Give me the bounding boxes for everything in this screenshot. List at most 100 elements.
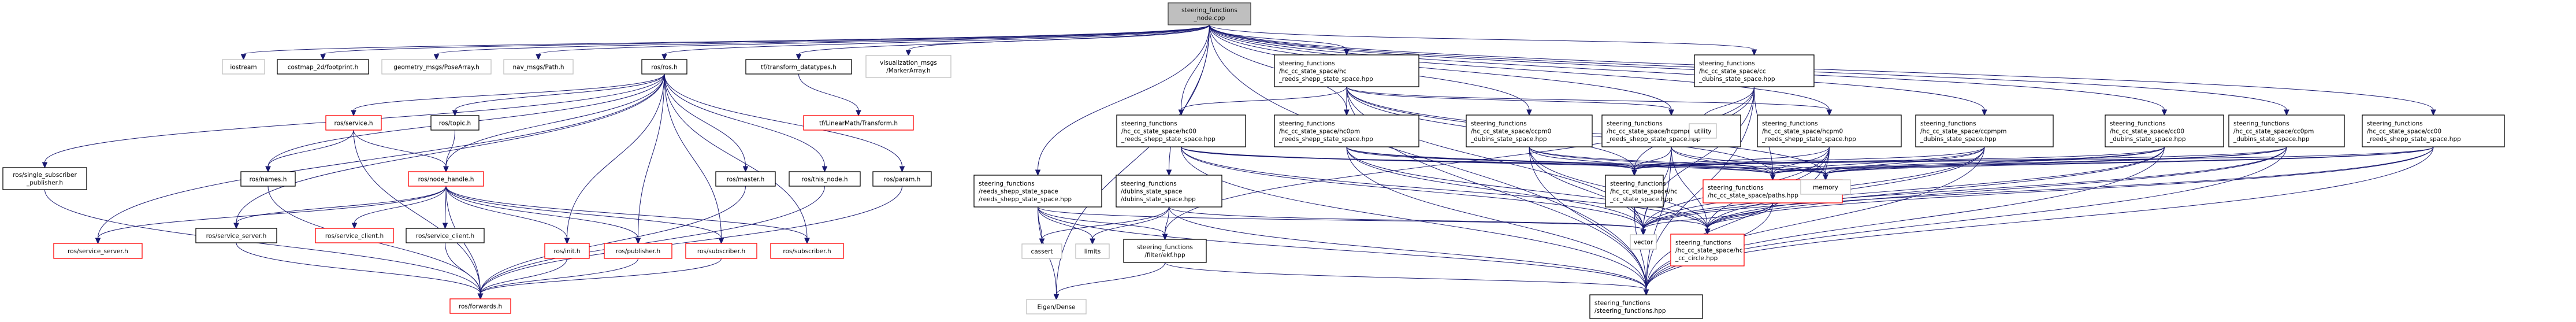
- arrowhead-icon: [1643, 289, 1649, 296]
- node-label-line: /hc_cc_state_space/hc: [1675, 247, 1743, 254]
- node-iostream[interactable]: iostream: [222, 59, 265, 75]
- node-sclient1[interactable]: ros/service_client.h: [315, 228, 394, 243]
- edge-tfdt-to-tftransform: [798, 73, 861, 117]
- node-cc0pm[interactable]: steering_functions/hc_cc_state_space/cc0…: [2228, 114, 2345, 147]
- node-hcrs[interactable]: steering_functions/hc_cc_state_space/hc_…: [1274, 54, 1419, 87]
- arrowhead-icon: [233, 223, 239, 230]
- edge-rosh-to-init: [564, 73, 665, 245]
- node-names[interactable]: ros/names.h: [240, 171, 296, 187]
- arrowhead-icon: [2430, 109, 2436, 116]
- arrowhead-icon: [1823, 174, 1828, 181]
- node-circle[interactable]: steering_functions/hc_cc_state_space/hc_…: [1670, 234, 1745, 267]
- node-navpath[interactable]: nav_msgs/Path.h: [503, 59, 574, 75]
- node-forwards[interactable]: ros/forwards.h: [449, 298, 511, 314]
- node-ccpm0[interactable]: steering_functions/hc_cc_state_space/ccp…: [1466, 114, 1593, 147]
- node-hccc[interactable]: steering_functions/hc_cc_state_space/hc_…: [1605, 175, 1678, 208]
- edge-line: [480, 186, 825, 294]
- node-ssp[interactable]: ros/single_subscriber_publisher.h: [2, 167, 87, 190]
- node-vector[interactable]: vector: [1630, 234, 1657, 250]
- edge-subscriber1-to-forwards: [477, 258, 722, 300]
- node-label-line: steering_functions: [2110, 120, 2166, 127]
- edge-root-to-iostream: [240, 24, 1210, 61]
- node-tfdt[interactable]: tf/transform_datatypes.h: [745, 59, 852, 75]
- node-box: [1075, 243, 1110, 259]
- node-hcpm0[interactable]: steering_functions/hc_cc_state_space/hcp…: [1757, 114, 1902, 147]
- edge-master-to-forwards: [477, 186, 746, 300]
- node-label-line: /dubins_state_space: [1121, 188, 1182, 195]
- nodes-layer: steering_functions_node.cpp iostream costm…: [2, 2, 2505, 319]
- edge-line: [1643, 146, 2287, 230]
- node-memory[interactable]: memory: [1800, 179, 1851, 195]
- node-hc0pm[interactable]: steering_functions/hc_cc_state_space/hc0…: [1274, 114, 1419, 147]
- arrowhead-icon: [1751, 49, 1757, 56]
- node-rs[interactable]: steering_functions/reeds_shepp_state_spa…: [973, 175, 1102, 208]
- node-limits[interactable]: limits: [1075, 243, 1110, 259]
- edge-line: [1825, 146, 1985, 175]
- node-master[interactable]: ros/master.h: [715, 171, 776, 187]
- node-eigen[interactable]: Eigen/Dense: [1026, 299, 1087, 314]
- node-label-line: /hc_cc_state_space/cc0pm: [2233, 128, 2314, 135]
- node-service[interactable]: ros/service.h: [325, 115, 382, 131]
- node-cassert[interactable]: cassert: [1021, 243, 1062, 259]
- node-cc00d[interactable]: steering_functions/hc_cc_state_space/cc0…: [2105, 114, 2224, 147]
- node-label-line: /hc_cc_state_space/hcpmpm: [1607, 128, 1693, 135]
- node-box: [240, 171, 296, 187]
- node-hcpmpm[interactable]: steering_functions/hc_cc_state_space/hcp…: [1601, 114, 1741, 147]
- node-box: [406, 228, 485, 243]
- edge-line: [1643, 146, 2165, 230]
- node-topic[interactable]: ros/topic.h: [430, 115, 479, 131]
- node-param[interactable]: ros/param.h: [872, 171, 932, 187]
- node-label-line: steering_functions: [1279, 120, 1335, 127]
- node-ccpmpm[interactable]: steering_functions/hc_cc_state_space/ccp…: [1915, 114, 2054, 147]
- node-posearray[interactable]: geometry_msgs/PoseArray.h: [381, 59, 492, 75]
- node-markerarray[interactable]: visualization_msgs/MarkerArray.h: [865, 55, 951, 78]
- edge-line: [322, 24, 1210, 55]
- edge-rosh-to-master: [664, 73, 749, 173]
- edge-line: [1825, 146, 2287, 175]
- node-subscriber2[interactable]: ros/subscriber.h: [770, 243, 844, 259]
- edge-service-to-names: [265, 129, 354, 173]
- edge-line: [1181, 146, 1826, 175]
- node-rosh[interactable]: ros/ros.h: [641, 59, 687, 75]
- arrowhead-icon: [822, 166, 828, 173]
- node-footprint[interactable]: costmap_2d/footprint.h: [277, 59, 369, 75]
- arrowhead-icon: [804, 238, 810, 245]
- node-sserver2[interactable]: ros/service_server.h: [195, 228, 277, 243]
- node-sserver1[interactable]: ros/service_server.h: [53, 243, 143, 259]
- edge-line: [1529, 146, 1646, 290]
- edge-rosh-to-subscriber2: [664, 73, 810, 245]
- arrowhead-icon: [536, 54, 541, 61]
- node-init[interactable]: ros/init.h: [544, 243, 590, 259]
- node-label-line: _reeds_shepp_state_space.hpp: [2366, 136, 2461, 143]
- edge-line: [1707, 202, 1773, 230]
- node-sfh[interactable]: steering_functions/steering_functions.hp…: [1589, 294, 1703, 319]
- node-ekf[interactable]: steering_functions/filter/ekf.hpp: [1123, 239, 1207, 263]
- node-subscriber1[interactable]: ros/subscriber.h: [685, 243, 757, 259]
- node-utility[interactable]: utility: [1689, 123, 1717, 139]
- node-nodehandle[interactable]: ros/node_handle.h: [408, 171, 484, 187]
- node-thisnode[interactable]: ros/this_node.h: [789, 171, 861, 187]
- arrowhead-icon: [95, 238, 101, 245]
- edge-dub-to-cassert: [1039, 206, 1169, 245]
- node-dub[interactable]: steering_functions/dubins_state_space/du…: [1116, 175, 1222, 208]
- node-root[interactable]: steering_functions_node.cpp: [1168, 2, 1251, 25]
- edge-line: [1346, 86, 1830, 110]
- node-box: [408, 171, 484, 187]
- edge-line: [1346, 146, 1826, 175]
- node-label-line: ros/names.h: [250, 176, 287, 183]
- node-label-line: steering_functions: [979, 180, 1035, 187]
- node-ccdub[interactable]: steering_functions/hc_cc_state_space/cc_…: [1694, 54, 1815, 87]
- edge-cc00rs-to-hccc: [1631, 146, 2434, 176]
- node-tftransform[interactable]: tf/LinearMath/Transform.h: [803, 115, 914, 131]
- node-cc00rs[interactable]: steering_functions/hc_cc_state_space/cc0…: [2362, 114, 2505, 147]
- node-label-line: steering_functions: [1594, 300, 1651, 307]
- edge-line: [664, 73, 746, 167]
- node-sclient2[interactable]: ros/service_client.h: [406, 228, 485, 243]
- edge-line: [664, 73, 902, 167]
- node-publisher[interactable]: ros/publisher.h: [604, 243, 672, 259]
- arrowhead-icon: [1826, 109, 1832, 116]
- node-label-line: steering_functions: [1610, 180, 1666, 187]
- edge-paths-to-vector: [1640, 202, 1773, 236]
- node-box: [1274, 114, 1419, 147]
- node-hc00[interactable]: steering_functions/hc_cc_state_space/hc0…: [1116, 114, 1246, 147]
